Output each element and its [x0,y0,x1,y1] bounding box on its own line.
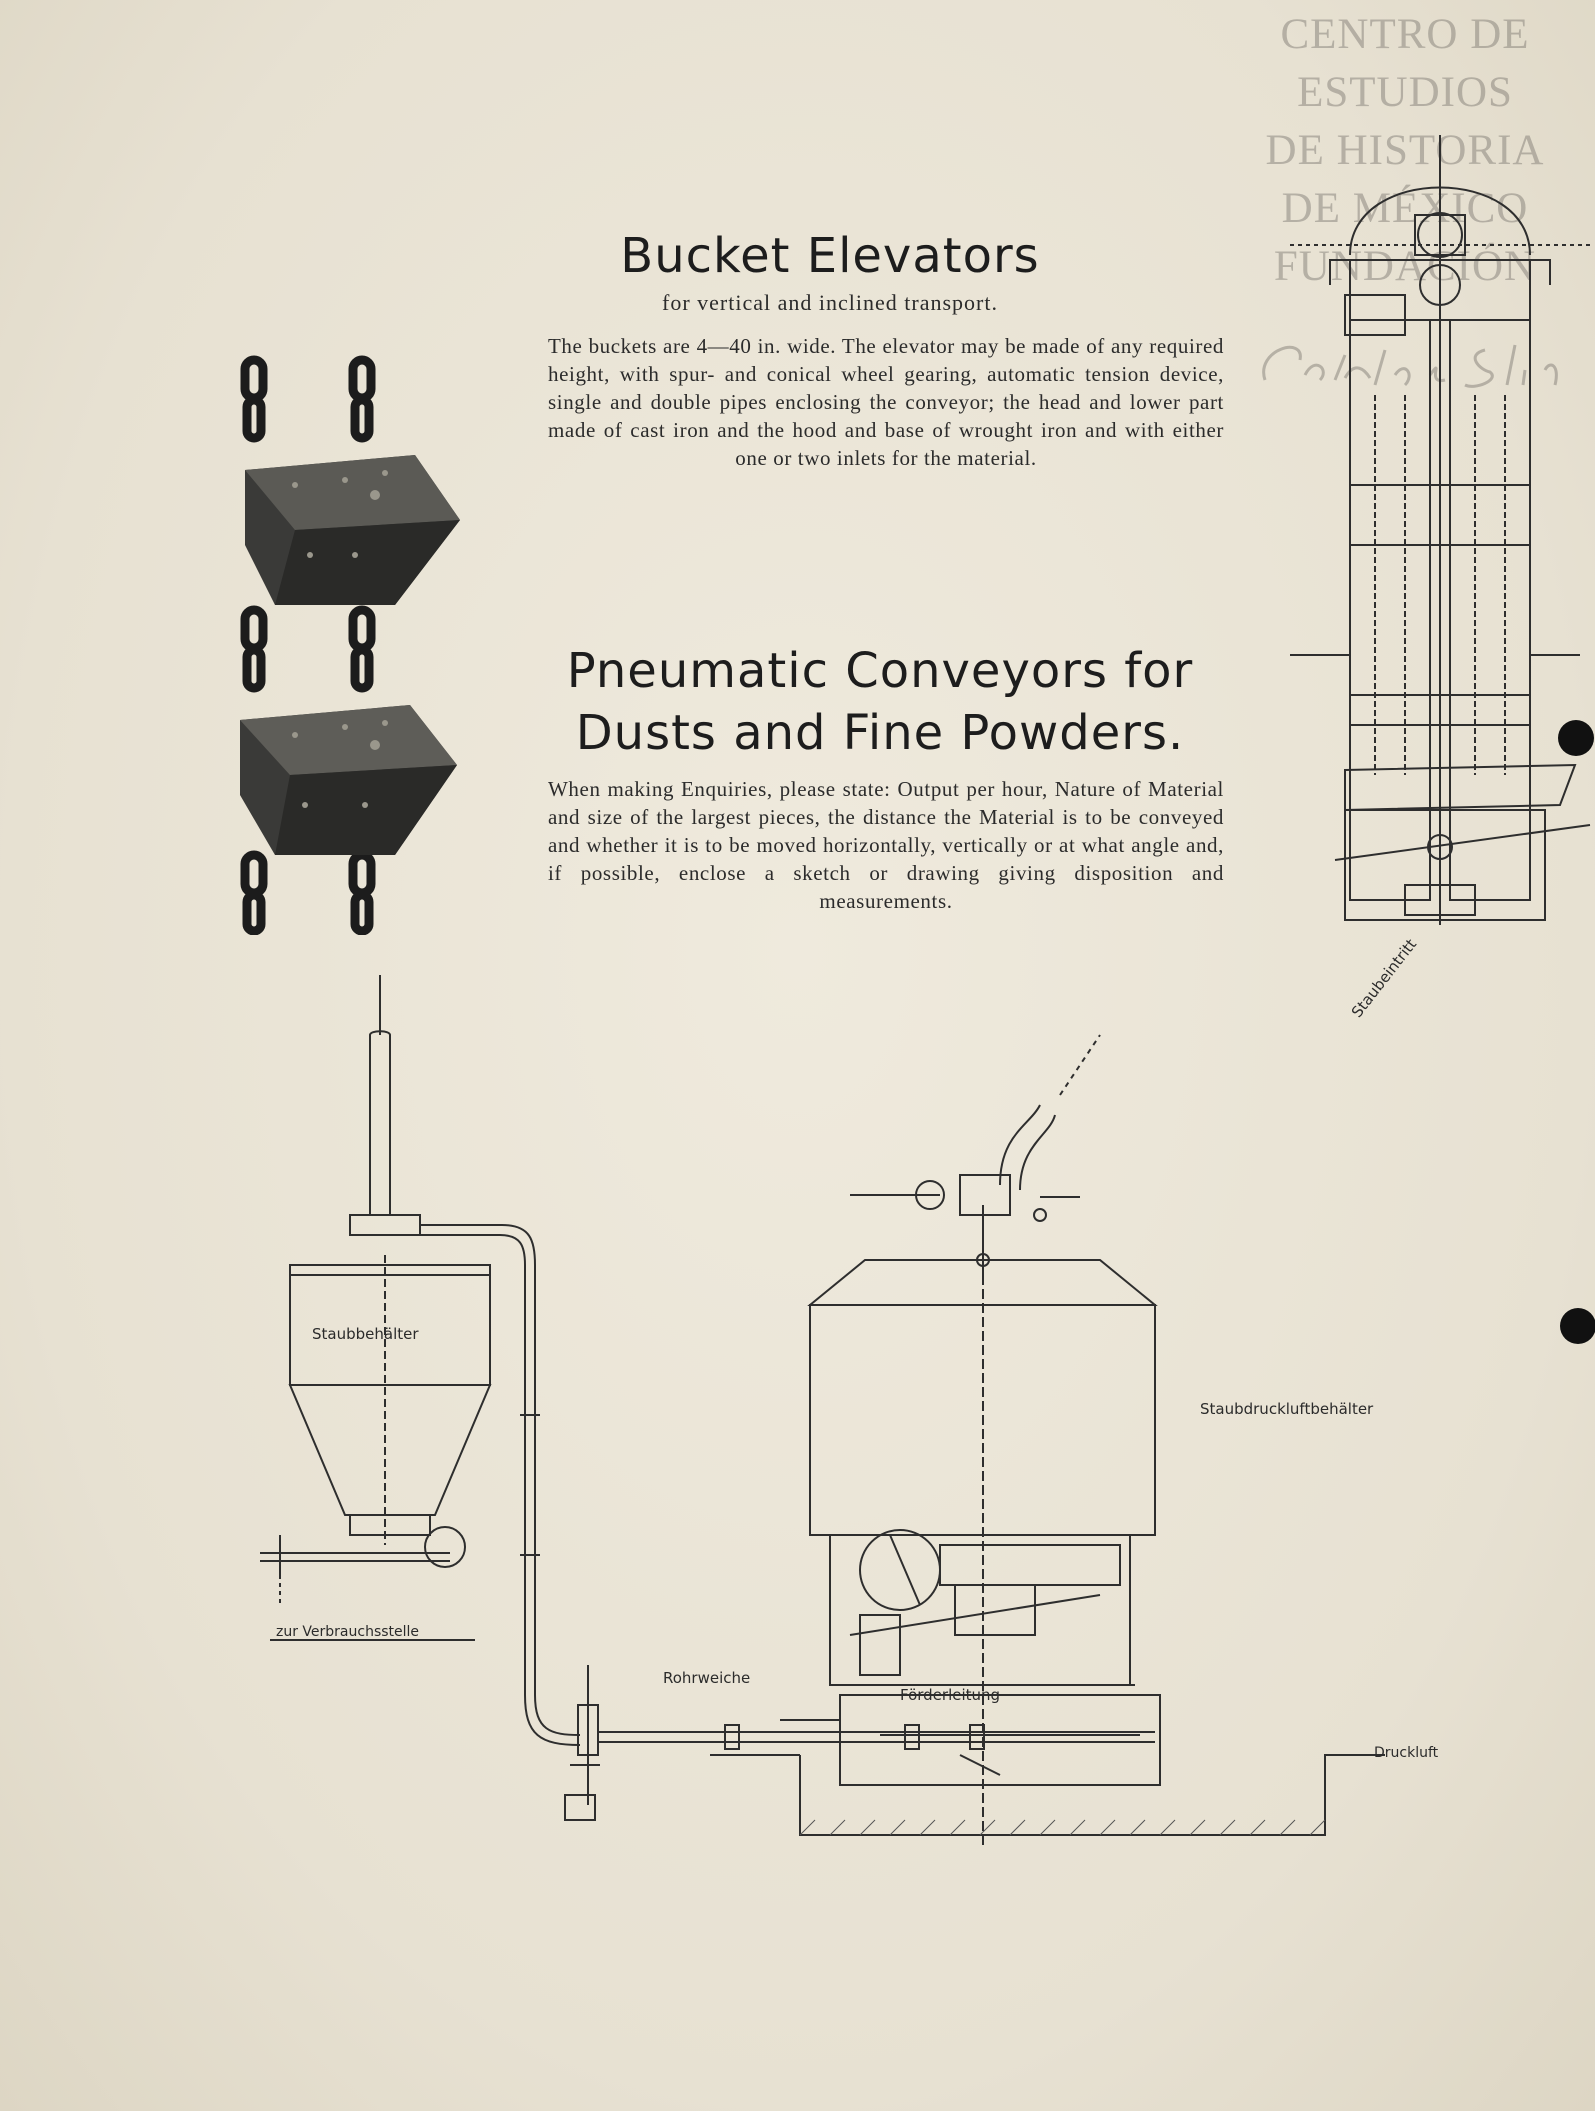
label-druckluft: Druckluft [1374,1745,1439,1761]
binder-hole-lower [1560,1308,1595,1344]
watermark-line: ESTUDIOS [1297,69,1513,116]
bucket-elevators-description: The buckets are 4—40 in. wide. The eleva… [548,334,1224,470]
pneumatic-conveyor-drawing [260,975,1385,1845]
label-verbrauchsstelle: zur Verbrauchsstelle [276,1624,420,1640]
label-rohrweiche: Rohrweiche [663,1669,751,1687]
bucket-lower [240,705,457,855]
watermark-line: FUNDACIÓN [1273,243,1537,290]
signature-watermark [1262,344,1558,388]
label-staubbehaelter: Staubbehälter [312,1325,419,1343]
bucket-chain-illustration [240,355,460,935]
bucket-upper [245,455,460,605]
bucket-elevators-title: Bucket Elevators [620,228,1040,284]
bucket-elevators-subtitle: for vertical and inclined transport. [662,290,998,315]
watermark-line: CENTRO DE [1280,11,1530,58]
pneumatic-conveyors-title: Pneumatic Conveyors for Dusts and Fine P… [530,640,1230,764]
watermark-line: DE HISTORIA [1265,127,1545,174]
pneumatic-conveyors-description: When making Enquiries, please state: Out… [548,777,1224,913]
label-foerderleitung: Förderleitung [900,1686,1001,1704]
pneumatic-title-line-2: Dusts and Fine Powders. [575,705,1185,761]
pneumatic-title-line-1: Pneumatic Conveyors for [566,643,1194,699]
binder-hole-upper [1558,720,1594,756]
bucket-elevator-drawing [1290,135,1591,925]
label-staubdruckluftbehaelter: Staubdruckluftbehälter [1200,1400,1374,1418]
